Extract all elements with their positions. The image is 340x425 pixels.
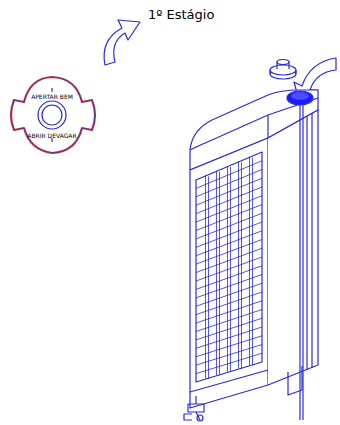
fin-line [196,196,262,222]
fin-line [196,292,262,315]
fin-line [241,162,242,368]
fin-line [252,158,253,366]
cap-text: APERTAR BEM [31,94,73,100]
rotation-arrow [104,20,140,65]
fin-line [219,172,220,376]
fin-line [196,283,262,306]
fin-line [196,170,262,197]
fin-line [196,187,262,214]
stage-label: 1º Estágio [148,8,214,21]
fin-line [196,327,262,348]
fin-line [196,178,262,205]
fin-line [196,345,262,366]
fin-line [196,161,262,189]
fin-line [196,353,262,373]
fin-line [196,301,262,323]
fin-line [208,176,209,378]
fin-line [196,318,262,340]
fin-line [196,336,262,357]
radiator-cap [11,77,95,153]
fin-line [230,167,231,372]
fin-line [196,310,262,332]
radiator-body [184,60,318,422]
cap-text: ABRIR DEVAGAR [27,133,76,139]
